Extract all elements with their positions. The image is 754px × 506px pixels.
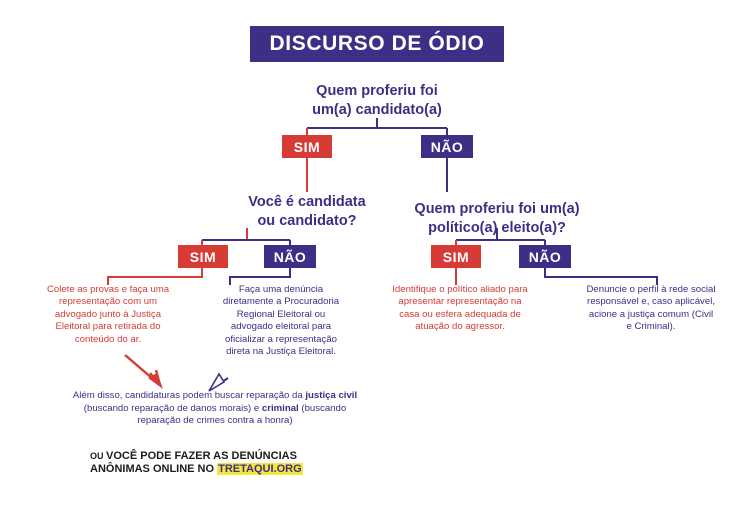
page-title-banner: DISCURSO DE ÓDIO (250, 26, 504, 62)
question-left: Você é candidata ou candidato? (248, 194, 366, 229)
leaf-right-nao: Denuncie o perfil à rede social responsá… (586, 284, 716, 333)
bottom-note-part3: (buscando reparação de crimes contra a h… (137, 402, 347, 427)
footer-banner: OU VOCÊ PODE FAZER AS DENÚNCIAS ANÔNIMAS… (90, 450, 310, 476)
question-root: Quem proferiu foi um(a) candidato(a) (312, 83, 442, 118)
footer-line-1: OU VOCÊ PODE FAZER AS DENÚNCIAS (90, 450, 310, 463)
footer-line-2: ANÔNIMAS ONLINE NO TRETAQUI.ORG (90, 463, 310, 476)
leaf-left-sim: Colete as provas e faça uma representaçã… (46, 284, 170, 345)
bottom-note-bold2: criminal (261, 402, 299, 414)
leaf-left-nao: Faça uma denúncia diretamente a Procurad… (222, 284, 340, 358)
question-right: Quem proferiu foi um(a) político(a) elei… (414, 201, 580, 236)
tag-root-sim[interactable]: SIM (282, 135, 332, 158)
tag-root-nao[interactable]: NÃO (421, 135, 473, 158)
tag-right-sim[interactable]: SIM (431, 245, 481, 268)
leaf-right-sim: Identifique o político aliado para apres… (392, 284, 528, 333)
bottom-note-bold1: justiça civil (305, 390, 358, 401)
footer-line1-text: VOCÊ PODE FAZER AS DENÚNCIAS (106, 450, 297, 462)
tag-right-nao[interactable]: NÃO (519, 245, 571, 268)
page-title: DISCURSO DE ÓDIO (269, 32, 485, 55)
tag-left-nao[interactable]: NÃO (264, 245, 316, 268)
tag-left-sim[interactable]: SIM (178, 245, 228, 268)
footer-link-tretaqui[interactable]: TRETAQUI.ORG (217, 463, 303, 475)
bottom-note-part2: (buscando reparação de danos morais) e (83, 402, 262, 414)
bottom-note: Além disso, candidaturas podem buscar re… (70, 390, 360, 428)
footer-line2-prefix: ANÔNIMAS ONLINE NO (90, 463, 218, 475)
bottom-note-part1: Além disso, candidaturas podem buscar re… (72, 390, 306, 401)
footer-prefix: OU (90, 451, 107, 461)
